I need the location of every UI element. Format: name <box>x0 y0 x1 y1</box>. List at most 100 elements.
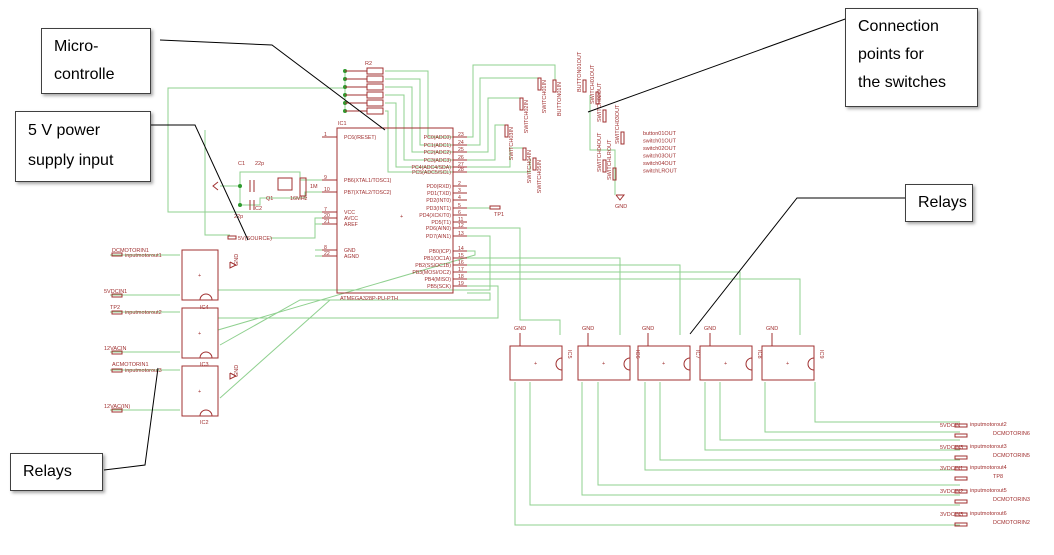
mcu-right-pin-num: 28 <box>458 167 464 173</box>
relay-ref: IC7 <box>694 350 700 359</box>
resistor-ref: R2 <box>365 61 372 67</box>
relay-ref: IC8 <box>756 350 762 359</box>
q1-value: 16MHz <box>290 196 308 202</box>
mcu-right-pin-num: 5 <box>458 203 461 209</box>
mcu-right-pin-num: 18 <box>458 274 464 280</box>
svg-text:+: + <box>400 214 403 220</box>
mcu-right-pin: PB4(MISO) <box>424 277 451 283</box>
switch-out-pad <box>602 109 607 123</box>
callout-connection-points: Connection points for the switches <box>845 8 978 107</box>
callout-relays-right: Relays <box>905 184 973 222</box>
inputmotorout1-label: inputmotorout1 <box>125 253 162 259</box>
r-value: 1M <box>310 184 318 190</box>
relay-ref: IC5 <box>566 350 572 359</box>
c2-value: 22p <box>234 214 243 220</box>
mcu-part: ATMEGA328P-PU-PTH <box>340 296 398 302</box>
mcu-left-pin: VCC <box>344 210 355 216</box>
mcu-left-pin: PC6(/RESET) <box>344 135 377 141</box>
acmotorin1-label: ACMOTORIN1 <box>112 362 149 368</box>
bottom-pad <box>954 433 968 438</box>
bottom-net-left: 3VDCIN3 <box>940 512 963 518</box>
relay-gnd: GND <box>642 326 654 332</box>
relay-gnd: GND <box>766 326 778 332</box>
gnd-left-2: GND <box>234 365 240 377</box>
tp2-label: TP2 <box>110 305 120 311</box>
resistor-array <box>345 67 384 115</box>
switch-out-list-item: switch01OUT <box>643 139 677 145</box>
bottom-pad <box>954 455 968 460</box>
mcu-right-pin: PC1(ADC1) <box>424 143 452 149</box>
mcu-right-pin-num: 2 <box>458 181 461 187</box>
microcontroller-ic1: IC1 ATMEGA328P-PU-PTH + PC6(/RESET)1PB6(… <box>322 121 467 302</box>
relay-gnd: GND <box>514 326 526 332</box>
v12acin-label: 12VACIN <box>104 346 127 352</box>
switch-out-label: SWITCHLROUT <box>607 139 613 180</box>
switch-in-pad <box>504 124 509 138</box>
mcu-left-pin: AREF <box>344 222 358 228</box>
crystal-circuit <box>212 177 307 210</box>
switch-out-pad <box>612 167 617 181</box>
mcu-left-pin: PB7(XTAL2/TOSC2) <box>344 190 392 196</box>
mcu-right-pin: PC3(ADC3) <box>424 158 452 164</box>
mcu-right-pin: PC5(ADC5/SCL) <box>412 170 451 176</box>
switch-output-list: button01OUTswitch01OUTswitch02OUTswitch0… <box>643 131 678 175</box>
bottom-net-right: DCMOTORIN3 <box>993 497 1030 503</box>
mcu-left-pin: AGND <box>344 254 359 260</box>
mcu-right-pin: PB5(SCK) <box>427 284 451 290</box>
mcu-right-pin: PD3(INT1) <box>426 206 451 212</box>
mcu-left-pin: GND <box>344 248 356 254</box>
svg-text:+: + <box>198 389 201 395</box>
bottom-net-left: 5VDCIN3 <box>940 445 963 451</box>
switch-in-label: SWITCH03IN <box>509 127 515 160</box>
mcu-right-pin: PD5(T1) <box>431 220 451 226</box>
switch-in-pad <box>537 77 542 91</box>
relay-plus: + <box>534 361 537 367</box>
mcu-right-pin-num: 17 <box>458 267 464 273</box>
bottom-net-mid: inputmotorout5 <box>970 488 1007 494</box>
inputmotorout3-label: inputmotorout3 <box>125 368 162 374</box>
c1-value: 22p <box>255 161 264 167</box>
relay-plus: + <box>786 361 789 367</box>
mcu-left-pin-num: 20 <box>324 213 330 219</box>
q1-label: Q1 <box>266 196 273 202</box>
v12acin2-label: 12VAC(IN) <box>104 404 130 410</box>
mcu-right-pin-num: 4 <box>458 195 461 201</box>
mcu-left-pin-num: 22 <box>324 251 330 257</box>
mcu-right-pin-num: 13 <box>458 231 464 237</box>
bottom-net-mid: inputmotorout2 <box>970 422 1007 428</box>
mcu-right-pin-num: 19 <box>458 281 464 287</box>
switch-in-pad <box>552 79 557 93</box>
mcu-left-pin-num: 9 <box>324 175 327 181</box>
mcu-right-pin-num: 12 <box>458 223 464 229</box>
bottom-pad <box>954 522 968 527</box>
mcu-left-pin-num: 10 <box>324 187 330 193</box>
bottom-pad <box>954 445 968 450</box>
mcu-ref: IC1 <box>338 121 347 127</box>
tp1-label: TP1 <box>494 212 504 218</box>
switch-in-label: SWITCH02IN <box>524 100 530 133</box>
switch-out-list-item: switch04OUT <box>643 161 677 167</box>
svdcin1-label: 5VDCIN1 <box>104 289 127 295</box>
relay-ref: IC6 <box>634 350 640 359</box>
mcu-left-pin: PB6(XTAL1/TOSC1) <box>344 178 392 184</box>
switch-out-list-item: switch03OUT <box>643 154 677 160</box>
switch-in-pad <box>532 157 537 171</box>
callout-pointers <box>103 17 905 471</box>
mcu-right-pin: PD0(RXD) <box>427 184 452 190</box>
mcu-right-pin-num: 26 <box>458 155 464 161</box>
c2-label: C2 <box>255 206 262 212</box>
callout-microcontroller: Micro- controlle <box>41 28 151 94</box>
ic3-label: IC3 <box>200 362 209 368</box>
mcu-right-pin: PB3(MOSI/OC2) <box>412 270 451 276</box>
switch-out-list-item: switchLROUT <box>643 169 678 175</box>
mcu-right-pin: PD4(XCK/T0) <box>419 213 451 219</box>
mcu-right-pin-num: 16 <box>458 260 464 266</box>
switch-gnd <box>615 194 626 201</box>
relay-notch <box>623 357 631 371</box>
switch-out-pad <box>602 159 607 173</box>
mcu-right-pin: PD2(INT0) <box>426 198 451 204</box>
mcu-left-pin-num: 21 <box>324 219 330 225</box>
relay-body <box>699 345 753 381</box>
